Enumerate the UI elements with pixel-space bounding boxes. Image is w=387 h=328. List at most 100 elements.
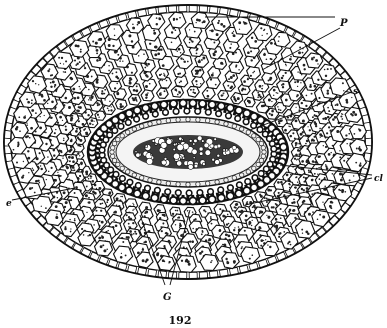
cell-granule bbox=[56, 214, 57, 215]
cell-granule bbox=[71, 115, 73, 117]
cell-granule bbox=[278, 192, 280, 194]
cell-granule bbox=[328, 153, 331, 156]
cell-granule bbox=[277, 93, 278, 94]
cell-granule bbox=[198, 60, 201, 63]
cell-granule bbox=[241, 248, 243, 250]
cell-granule bbox=[83, 234, 85, 236]
cell-granule bbox=[278, 122, 280, 124]
cell-granule bbox=[38, 95, 39, 96]
cell-granule bbox=[53, 154, 55, 156]
cell-granule bbox=[77, 63, 79, 65]
cell-granule bbox=[55, 129, 56, 130]
cell-granule bbox=[68, 150, 69, 151]
cortex-cell bbox=[213, 58, 226, 70]
cell-granule bbox=[77, 96, 80, 99]
cell-granule bbox=[86, 212, 87, 213]
pericycle-cell bbox=[235, 116, 241, 122]
cell-granule bbox=[47, 70, 49, 72]
cell-granule bbox=[173, 19, 175, 21]
cell-granule bbox=[213, 42, 215, 44]
cell-granule bbox=[44, 115, 45, 116]
cell-granule bbox=[114, 35, 116, 37]
cell-granule bbox=[313, 161, 315, 163]
stele-cell bbox=[148, 178, 152, 182]
cell-granule bbox=[79, 61, 81, 63]
cell-granule bbox=[65, 126, 67, 128]
cell-granule bbox=[210, 261, 212, 263]
cell-granule bbox=[189, 29, 190, 30]
cell-granule bbox=[116, 197, 119, 200]
cell-granule bbox=[322, 202, 323, 203]
cell-granule bbox=[278, 109, 280, 111]
cell-granule bbox=[218, 20, 220, 22]
cell-granule bbox=[117, 92, 119, 94]
cell-granule bbox=[117, 54, 119, 56]
cell-granule bbox=[108, 192, 111, 195]
cell-granule bbox=[278, 121, 280, 123]
cell-granule bbox=[292, 132, 294, 134]
cell-granule bbox=[65, 165, 67, 167]
cell-granule bbox=[223, 93, 224, 94]
cell-granule bbox=[136, 101, 137, 102]
cell-granule bbox=[55, 90, 57, 92]
cell-granule bbox=[146, 75, 149, 78]
stele-cell bbox=[240, 173, 244, 177]
cell-granule bbox=[28, 102, 30, 104]
cell-granule bbox=[297, 80, 300, 83]
cell-granule bbox=[297, 86, 298, 87]
vessel bbox=[223, 149, 226, 152]
cell-granule bbox=[295, 177, 296, 178]
cell-granule bbox=[134, 97, 136, 99]
pericycle-cell bbox=[136, 183, 142, 189]
cell-granule bbox=[327, 90, 329, 92]
pericycle-cell bbox=[165, 189, 171, 195]
cell-granule bbox=[301, 160, 304, 163]
stele-cell bbox=[259, 158, 263, 162]
cell-granule bbox=[18, 116, 20, 118]
cell-granule bbox=[28, 172, 29, 173]
vessel bbox=[193, 157, 195, 159]
vessel bbox=[205, 150, 211, 156]
cell-granule bbox=[89, 97, 91, 99]
cell-granule bbox=[108, 110, 110, 112]
cell-granule bbox=[230, 43, 231, 44]
cell-granule bbox=[104, 93, 106, 95]
cell-granule bbox=[301, 74, 302, 75]
cell-granule bbox=[273, 89, 276, 92]
cell-granule bbox=[61, 57, 63, 59]
stele-cell bbox=[206, 118, 210, 122]
cell-granule bbox=[275, 218, 277, 220]
cell-granule bbox=[266, 201, 268, 203]
pericycle-cell bbox=[218, 187, 224, 193]
cell-granule bbox=[180, 80, 182, 82]
cell-granule bbox=[90, 99, 92, 101]
cortex-cell bbox=[95, 241, 113, 256]
cell-granule bbox=[131, 41, 132, 42]
cell-granule bbox=[281, 119, 283, 121]
cell-granule bbox=[40, 165, 41, 166]
pericycle-cell bbox=[264, 166, 270, 172]
cell-granule bbox=[262, 85, 263, 86]
cell-granule bbox=[219, 229, 222, 232]
pericycle-cell bbox=[153, 111, 159, 117]
cell-granule bbox=[88, 201, 91, 204]
cell-granule bbox=[205, 211, 207, 213]
cell-granule bbox=[63, 191, 66, 194]
cell-granule bbox=[327, 107, 329, 109]
cell-granule bbox=[315, 125, 317, 127]
epidermal-cell bbox=[168, 6, 176, 12]
cell-granule bbox=[60, 150, 63, 153]
cell-granule bbox=[63, 71, 64, 72]
cell-granule bbox=[180, 57, 182, 59]
cell-granule bbox=[177, 94, 179, 96]
cell-granule bbox=[91, 97, 94, 100]
cell-granule bbox=[317, 63, 318, 64]
cell-granule bbox=[227, 261, 228, 262]
cell-granule bbox=[171, 31, 173, 33]
cell-granule bbox=[76, 128, 78, 130]
cell-granule bbox=[243, 80, 246, 83]
cell-granule bbox=[107, 199, 109, 201]
vessel bbox=[136, 153, 140, 157]
cell-granule bbox=[128, 218, 129, 219]
cell-granule bbox=[100, 245, 103, 248]
